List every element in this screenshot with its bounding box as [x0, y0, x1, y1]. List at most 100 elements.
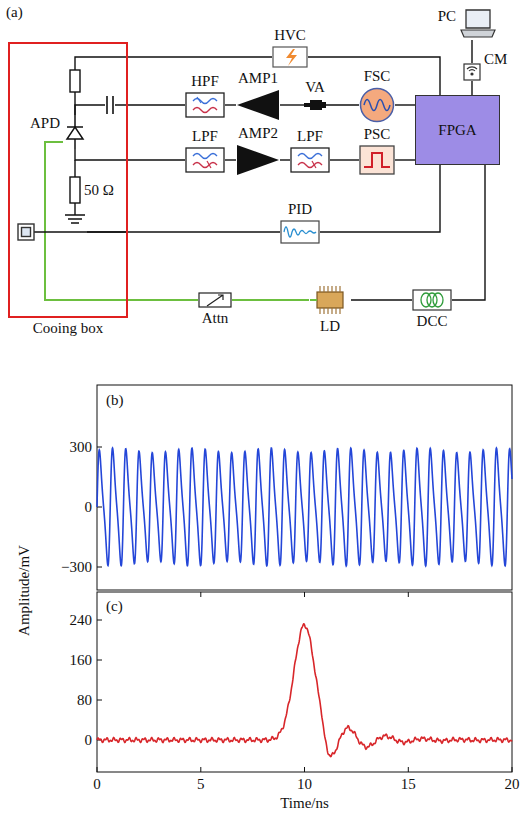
axis-title: Time/ns: [280, 795, 329, 812]
wire: [351, 299, 412, 300]
node-label: LPF: [297, 128, 323, 145]
amplifier: AMP1: [236, 70, 280, 121]
tick-label: 0: [93, 776, 101, 793]
node-label: PSC: [364, 126, 391, 143]
variable-attenuator: VA: [304, 79, 326, 112]
tec-symbol: [18, 224, 34, 240]
wire: [471, 40, 472, 63]
lpf-icon: [290, 147, 330, 173]
capacitor-gap: [105, 95, 115, 115]
capacitor-symbol: [107, 96, 113, 114]
pc-laptop: PC: [438, 8, 497, 40]
node-label: PID: [288, 201, 312, 218]
lpf-filter: LPF: [185, 128, 225, 173]
lpf-icon: [185, 147, 225, 173]
laser-diode: LD: [309, 284, 351, 335]
fsc-icon: [359, 87, 395, 123]
attn-icon: [198, 292, 232, 308]
wire: [330, 159, 359, 160]
wire: [471, 81, 472, 95]
tec-symbol: [22, 228, 31, 237]
tick-label: −300: [61, 559, 92, 576]
tick-label: 80: [77, 692, 92, 709]
wire: [225, 159, 236, 160]
node-label: AMP2: [238, 125, 278, 142]
axis-title: Amplitude/mV: [16, 545, 33, 636]
tick-label: 0: [85, 499, 93, 516]
ld-icon: [309, 284, 351, 316]
node-label: APD: [30, 115, 60, 132]
node-label: AMP1: [238, 70, 278, 87]
plot-frame: [97, 592, 512, 772]
node-label: LPF: [192, 128, 218, 145]
pid-box: PID: [280, 201, 320, 244]
node-label: CM: [484, 51, 507, 68]
panel-label: (b): [106, 392, 124, 409]
wire: [395, 159, 415, 160]
attenuator: Attn: [198, 292, 232, 327]
tick-label: 15: [401, 776, 416, 793]
axis-ticks: [97, 592, 512, 772]
cm-module: CM: [463, 63, 507, 81]
fiber-link: [45, 142, 198, 300]
cooling-box: Cooing boxAPD: [8, 42, 128, 318]
pid-icon: [280, 220, 320, 244]
pc-icon: [459, 8, 497, 40]
node-label: Attn: [202, 310, 229, 327]
tick-label: 300: [70, 439, 93, 456]
wire: [320, 165, 440, 232]
cm-icon: [463, 63, 481, 81]
diode-icon: [63, 115, 87, 149]
wire: [280, 104, 304, 105]
hvc-icon: [272, 46, 308, 68]
node-label: PC: [438, 8, 456, 25]
tec-wire: [34, 231, 128, 232]
va-icon: [304, 98, 326, 112]
pulse-trace: [97, 624, 512, 757]
node-label: DCC: [417, 313, 448, 330]
node-label: LD: [320, 318, 340, 335]
fsc-source: FSC: [359, 68, 395, 123]
dcc-box: DCC: [412, 289, 452, 330]
hvc-box: HVC: [272, 27, 308, 68]
node-label: FPGA: [438, 122, 476, 139]
plot-frame: [97, 385, 512, 590]
panel-label: (c): [106, 598, 123, 615]
wire: [395, 104, 415, 105]
tick-label: 240: [70, 612, 93, 629]
tick-label: 160: [70, 652, 93, 669]
node-label: Cooing box: [33, 320, 103, 337]
waveforms: [97, 448, 512, 757]
sine-wave-trace: [97, 448, 512, 566]
node-label: HVC: [274, 27, 306, 44]
trir-icon: [236, 144, 280, 176]
resistor-symbol: [70, 70, 80, 92]
psc-icon: [359, 145, 395, 175]
tick-label: 5: [197, 776, 205, 793]
wire: [75, 105, 185, 115]
lpf-filter: LPF: [290, 128, 330, 173]
dcc-icon: [412, 289, 452, 311]
resistor-symbol: [70, 177, 80, 203]
wire: [452, 165, 485, 300]
component-value: 50 Ω: [84, 182, 114, 199]
node-label: FSC: [364, 68, 391, 85]
node-label: VA: [305, 79, 325, 96]
amplifier: AMP2: [236, 125, 280, 176]
fpga-box: FPGA: [415, 95, 500, 165]
circuit-wires: [18, 70, 128, 240]
panel-label: (a): [6, 4, 23, 21]
psc-source: PSC: [359, 126, 395, 175]
tril-icon: [236, 89, 280, 121]
wire: [75, 149, 185, 160]
wire: [225, 104, 236, 105]
tick-label: 20: [505, 776, 520, 793]
apd-diode: APD: [30, 115, 87, 149]
wire: [280, 159, 290, 160]
hpf-filter: HPF: [185, 73, 225, 118]
ground-symbol: [65, 160, 85, 223]
chart-frames: [97, 385, 512, 772]
node-label: HPF: [191, 73, 219, 90]
wire: [326, 104, 359, 105]
fiber-link: [232, 299, 309, 301]
